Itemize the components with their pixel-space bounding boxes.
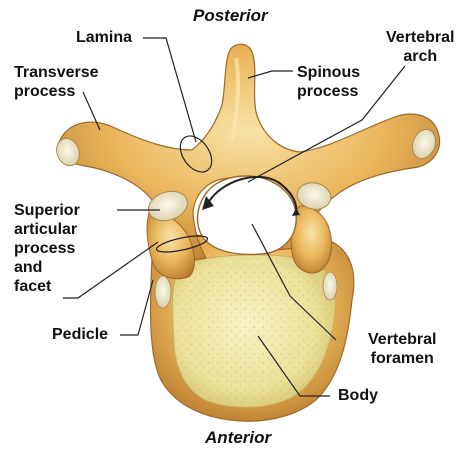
inferior-facet-right xyxy=(323,272,337,300)
orientation-posterior: Posterior xyxy=(193,6,268,26)
label-vertebral-arch: Vertebral arch xyxy=(386,28,454,66)
label-superior-articular-process-and-facet: Superior articular process and facet xyxy=(14,201,80,296)
label-transverse-process: Transverse process xyxy=(14,63,99,101)
vertebral-foramen-shape xyxy=(198,176,297,254)
label-pedicle: Pedicle xyxy=(52,325,108,344)
leader-lamina xyxy=(143,38,196,142)
orientation-anterior: Anterior xyxy=(205,428,271,448)
leader-pedicle xyxy=(120,280,153,335)
right-pedicle-shape xyxy=(291,206,332,273)
label-spinous-process: Spinous process xyxy=(297,63,360,101)
label-vertebral-foramen: Vertebral foramen xyxy=(368,330,436,368)
inferior-facet-left xyxy=(155,276,171,308)
label-lamina: Lamina xyxy=(76,28,132,47)
label-body: Body xyxy=(338,386,378,405)
